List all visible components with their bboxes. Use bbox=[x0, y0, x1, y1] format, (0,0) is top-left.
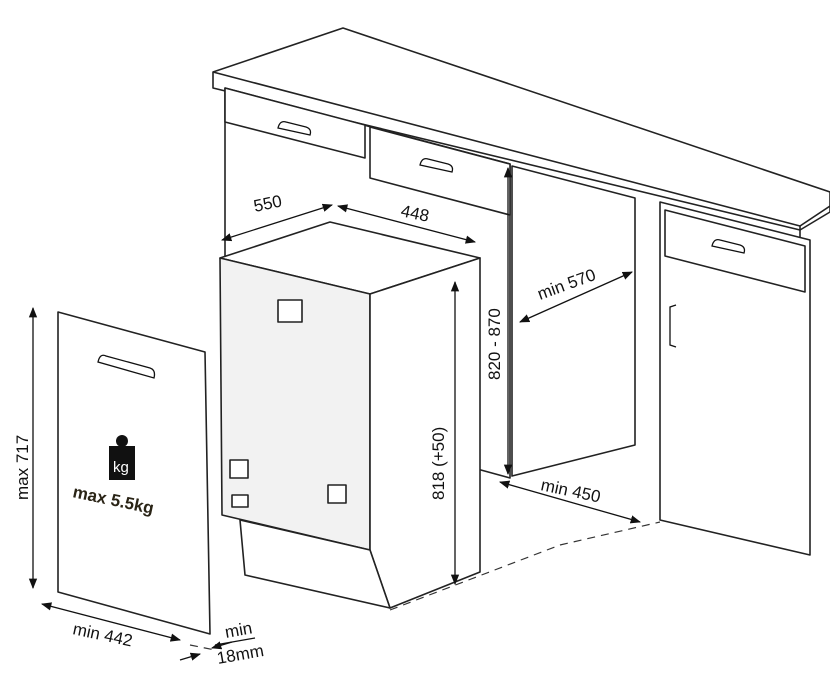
furniture-door-panel: kg max 5.5kg bbox=[57, 311, 211, 635]
niche-back bbox=[511, 165, 636, 477]
svg-text:kg: kg bbox=[113, 459, 129, 476]
drawer-handle bbox=[419, 157, 454, 173]
kg-weight-icon: kg bbox=[109, 435, 135, 480]
drawer-handle bbox=[711, 238, 746, 254]
drawer-handle bbox=[277, 120, 312, 136]
door-handle bbox=[669, 304, 677, 348]
door-panel-handle bbox=[97, 354, 156, 379]
niche-height-label: 820 - 870 bbox=[485, 308, 504, 380]
dishwasher bbox=[219, 221, 481, 609]
appliance-height-label: 818 (+50) bbox=[429, 427, 448, 500]
door-height-label: max 717 bbox=[13, 435, 32, 500]
door-thickness-min-label: min bbox=[223, 618, 253, 641]
door-width-label: min 442 bbox=[71, 619, 134, 650]
dishwasher-base bbox=[239, 519, 391, 609]
drawer-left bbox=[224, 87, 366, 159]
